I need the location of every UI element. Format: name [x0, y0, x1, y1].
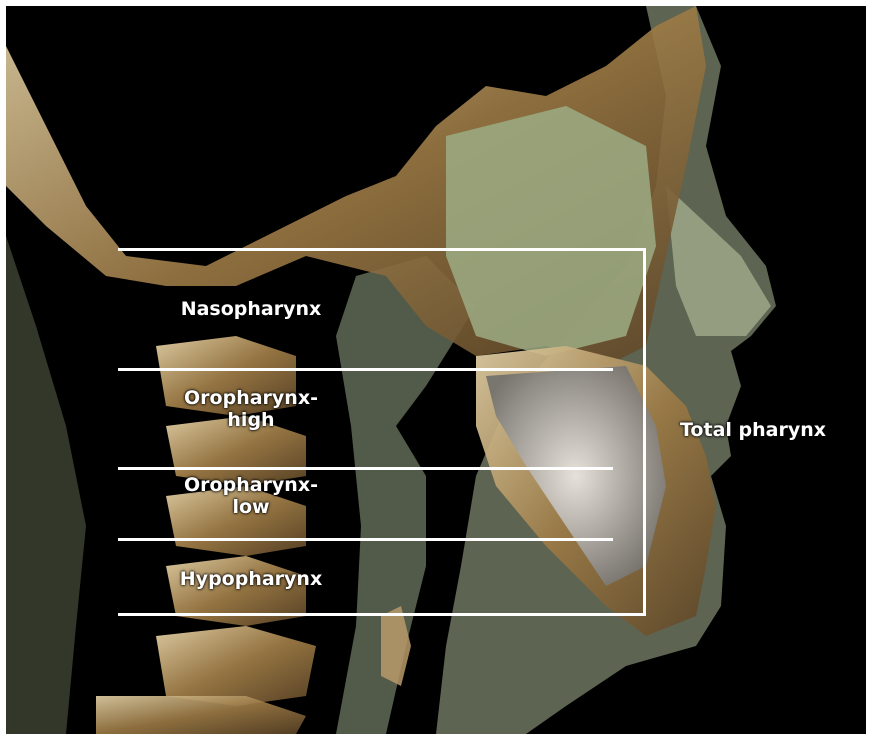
marker-line-2 — [118, 368, 613, 371]
marker-line-5 — [118, 613, 646, 616]
marker-line-1 — [118, 248, 646, 251]
total-pharynx-bracket — [643, 248, 646, 616]
maxilla-tissue — [446, 106, 656, 356]
label-oropharynx-high: Oropharynx- high — [171, 387, 331, 431]
marker-line-3 — [118, 467, 613, 470]
label-oropharynx-low: Oropharynx- low — [171, 474, 331, 518]
label-nasopharynx: Nasopharynx — [166, 298, 336, 320]
label-hypopharynx: Hypopharynx — [166, 568, 336, 590]
label-total-pharynx: Total pharynx — [680, 419, 850, 441]
neck-soft-tissue — [6, 236, 86, 734]
marker-line-4 — [118, 538, 613, 541]
ct-scan-image: Nasopharynx Oropharynx- high Oropharynx-… — [6, 6, 866, 734]
